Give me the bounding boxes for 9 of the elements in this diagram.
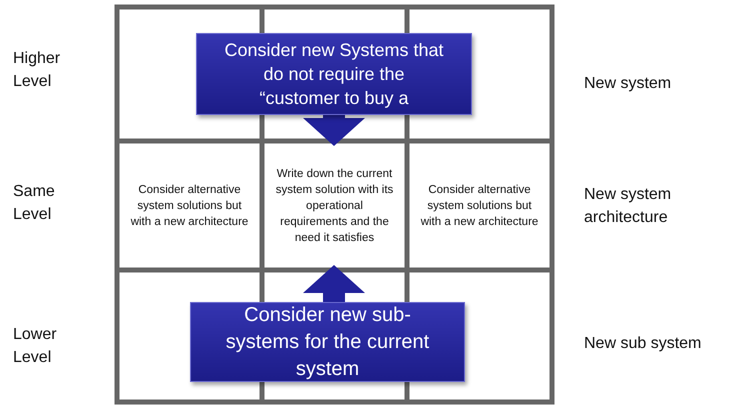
callout-box: Consider new sub-systems for the current system — [190, 302, 465, 382]
outcome-label: New system — [584, 74, 672, 94]
level-label: Same Level — [13, 182, 56, 225]
level-label: Lower Level — [13, 325, 58, 368]
level-label: Higher Level — [13, 49, 62, 92]
block-arrow — [303, 265, 365, 305]
outcome-label: New system architecture — [584, 185, 672, 228]
outcome-label: New sub system — [584, 334, 702, 354]
callout-box: Consider new Systems that do not require the “customer to buy a — [196, 33, 472, 115]
